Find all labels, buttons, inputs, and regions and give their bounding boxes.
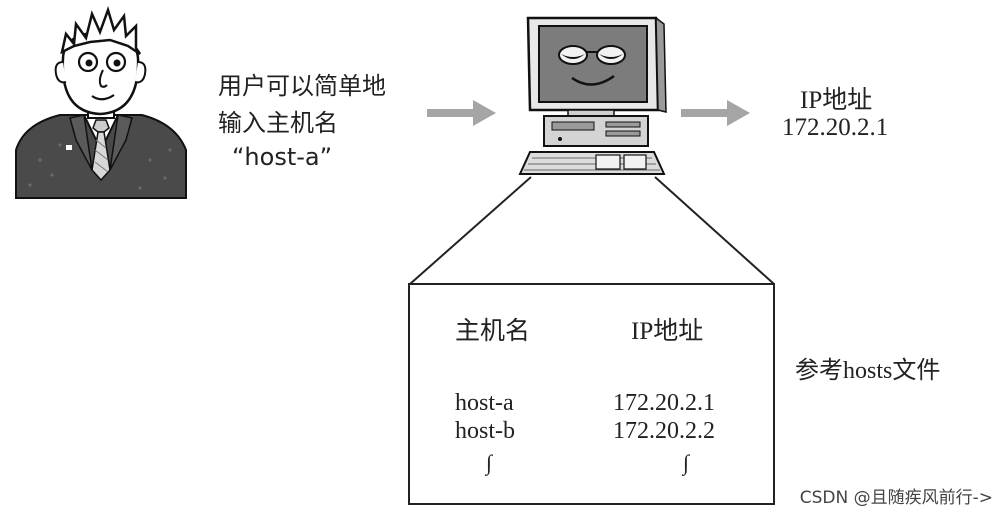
result-ip-label: IP地址 (800, 87, 873, 114)
user-hostname-example: “host-a” (232, 143, 333, 171)
hosts-row-2-hostname: host-b (455, 418, 515, 444)
computer-icon (518, 16, 667, 175)
hosts-file-callout (409, 176, 775, 285)
hosts-header-ip: IP地址 (631, 318, 704, 345)
user-caption-line-1: 用户可以简单地 (218, 72, 386, 100)
hosts-ellipsis-ip: ∫ (683, 450, 690, 475)
user-caption-line-2: 输入主机名 (218, 109, 338, 137)
hosts-file-label: 参考hosts文件 (795, 358, 941, 384)
hosts-row-1-ip: 172.20.2.1 (613, 390, 715, 416)
watermark: CSDN @且随疾风前行-> (799, 488, 993, 508)
hosts-ellipsis-hostname: ∫ (486, 450, 493, 475)
hosts-header-hostname: 主机名 (455, 318, 531, 345)
person-icon (15, 6, 187, 199)
hosts-file-box (408, 283, 775, 505)
arrow-right-icon (427, 100, 496, 126)
result-ip-value: 172.20.2.1 (782, 114, 889, 141)
hosts-row-1-hostname: host-a (455, 390, 514, 416)
arrow-right-icon (681, 100, 750, 126)
hosts-row-2-ip: 172.20.2.2 (613, 418, 715, 444)
